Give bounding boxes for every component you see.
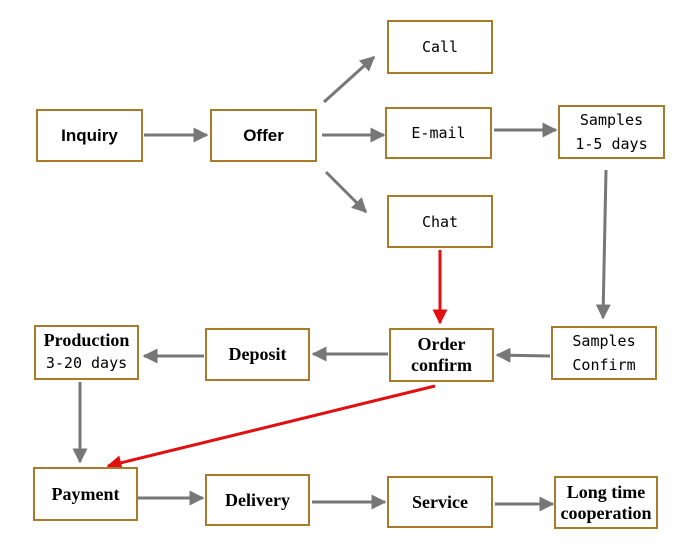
samples-node: Samples 1-5 days: [558, 105, 665, 159]
arrow-samplesconfirm-order: [495, 347, 551, 363]
chat-node: Chat: [387, 195, 493, 248]
delivery-label: Delivery: [225, 489, 290, 510]
long-time-line2: cooperation: [560, 502, 652, 523]
chat-label: Chat: [421, 212, 459, 231]
email-node: E-mail: [385, 107, 492, 159]
order-confirm-line2: confirm: [411, 355, 472, 375]
long-time-node: Long time cooperation: [554, 476, 658, 529]
arrow-offer-call: [322, 55, 376, 104]
service-node: Service: [387, 476, 493, 528]
call-label: Call: [421, 38, 459, 56]
order-confirm-line1: Order: [417, 334, 466, 354]
inquiry-label: Inquiry: [61, 125, 118, 145]
arrow-samples-confirm: [595, 169, 611, 320]
samples-confirm-line2: Confirm: [572, 356, 636, 374]
deposit-label: Deposit: [228, 344, 287, 364]
order-confirm-node: Order confirm: [389, 328, 494, 382]
call-node: Call: [387, 20, 493, 74]
samples-confirm-line1: Samples: [572, 332, 636, 350]
samples-line2: 1-5 days: [575, 135, 648, 153]
payment-label: Payment: [51, 483, 120, 504]
long-time-line1: Long time: [566, 481, 646, 502]
inquiry-node: Inquiry: [36, 109, 143, 162]
service-label: Service: [412, 491, 468, 512]
payment-node: Payment: [33, 467, 138, 521]
samples-line1: Samples: [579, 111, 644, 129]
arrow-order-payment: [106, 384, 436, 471]
production-line1: Production: [43, 330, 130, 350]
email-label: E-mail: [411, 124, 466, 142]
offer-label: Offer: [243, 125, 284, 145]
deposit-node: Deposit: [205, 328, 310, 381]
arrow-offer-chat: [324, 170, 368, 214]
delivery-node: Delivery: [205, 474, 310, 526]
samples-confirm-node: Samples Confirm: [551, 326, 657, 380]
production-node: Production 3-20 days: [34, 325, 139, 380]
production-line2: 3-20 days: [45, 354, 128, 372]
offer-node: Offer: [210, 109, 317, 162]
